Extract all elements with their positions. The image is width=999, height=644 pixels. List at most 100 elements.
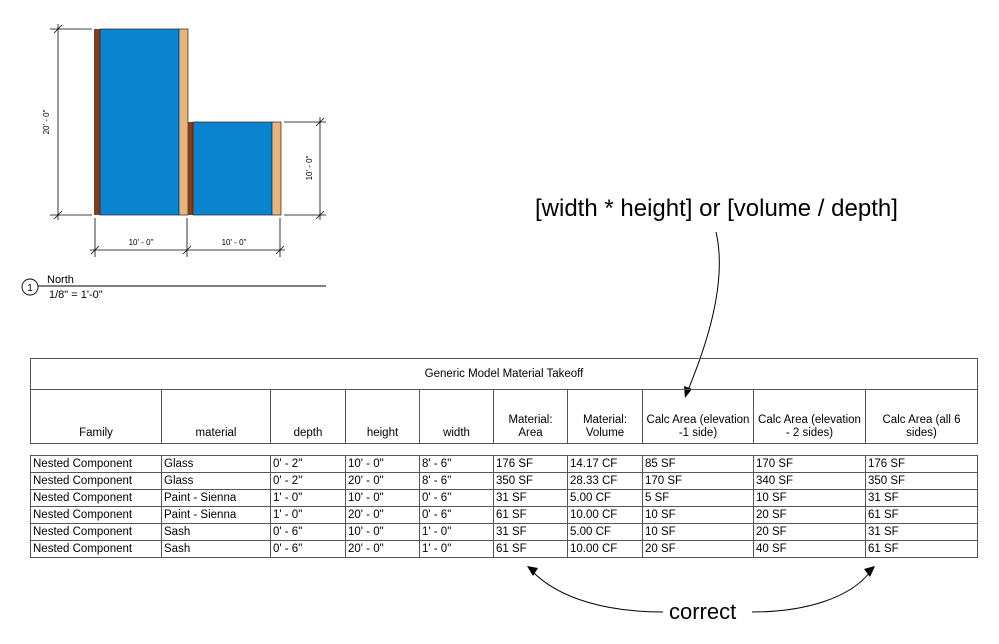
column-header-width[interactable]: width xyxy=(419,389,494,444)
cell-material[interactable]: Glass xyxy=(161,455,271,473)
view-scale: 1/8" = 1'-0" xyxy=(49,289,103,301)
cell-height[interactable]: 20' - 0" xyxy=(345,472,420,490)
correct-annotation: correct xyxy=(669,599,737,624)
cell-material-volume[interactable]: 10.00 CF xyxy=(567,540,643,558)
cell-material[interactable]: Sash xyxy=(161,540,271,558)
cell-height[interactable]: 10' - 0" xyxy=(345,455,420,473)
column-header-calc-area-1-side[interactable]: Calc Area (elevation -1 side) xyxy=(642,389,754,444)
cell-calc-area-1-side[interactable]: 85 SF xyxy=(642,455,754,473)
cell-calc-area-2-sides[interactable]: 20 SF xyxy=(753,523,866,541)
cell-material-area[interactable]: 31 SF xyxy=(493,489,568,507)
column-header-material-volume[interactable]: Material: Volume xyxy=(567,389,643,444)
cell-calc-area-6-sides[interactable]: 31 SF xyxy=(865,489,978,507)
cell-calc-area-6-sides[interactable]: 350 SF xyxy=(865,472,978,490)
cell-calc-area-2-sides[interactable]: 340 SF xyxy=(753,472,866,490)
column-header-height[interactable]: height xyxy=(345,389,420,444)
cell-calc-area-2-sides[interactable]: 10 SF xyxy=(753,489,866,507)
cell-calc-area-2-sides[interactable]: 20 SF xyxy=(753,506,866,524)
cell-calc-area-6-sides[interactable]: 176 SF xyxy=(865,455,978,473)
dim-right-label: 10' - 0" xyxy=(305,155,314,180)
formula-annotation: [width * height] or [volume / depth] xyxy=(535,195,898,222)
correct-arrowhead-right xyxy=(864,566,875,577)
cell-material-volume[interactable]: 10.00 CF xyxy=(567,506,643,524)
sash-frame-short xyxy=(271,121,282,216)
column-header-family[interactable]: Family xyxy=(30,389,162,444)
cell-calc-area-1-side[interactable]: 10 SF xyxy=(642,506,754,524)
cell-width[interactable]: 8' - 6" xyxy=(419,472,494,490)
cell-width[interactable]: 1' - 0" xyxy=(419,540,494,558)
dim-left-label: 20' - 0" xyxy=(42,109,51,134)
correct-arrowhead-left xyxy=(527,566,538,576)
cell-calc-area-2-sides[interactable]: 170 SF xyxy=(753,455,866,473)
cell-calc-area-1-side[interactable]: 170 SF xyxy=(642,472,754,490)
cell-material[interactable]: Paint - Sienna xyxy=(161,506,271,524)
cell-calc-area-6-sides[interactable]: 31 SF xyxy=(865,523,978,541)
cell-material-area[interactable]: 176 SF xyxy=(493,455,568,473)
cell-material-area[interactable]: 61 SF xyxy=(493,506,568,524)
cell-width[interactable]: 1' - 0" xyxy=(419,523,494,541)
column-header-depth[interactable]: depth xyxy=(270,389,346,444)
cell-depth[interactable]: 1' - 0" xyxy=(270,506,346,524)
cell-family[interactable]: Nested Component xyxy=(30,506,162,524)
cell-depth[interactable]: 1' - 0" xyxy=(270,489,346,507)
column-header-material-area[interactable]: Material: Area xyxy=(493,389,568,444)
cell-width[interactable]: 0' - 6" xyxy=(419,489,494,507)
cell-family[interactable]: Nested Component xyxy=(30,472,162,490)
cell-material[interactable]: Glass xyxy=(161,472,271,490)
cell-width[interactable]: 8' - 6" xyxy=(419,455,494,473)
cell-calc-area-1-side[interactable]: 20 SF xyxy=(642,540,754,558)
cell-calc-area-1-side[interactable]: 10 SF xyxy=(642,523,754,541)
cell-width[interactable]: 0' - 6" xyxy=(419,506,494,524)
glass-panel-tall xyxy=(99,28,180,216)
cell-material-area[interactable]: 61 SF xyxy=(493,540,568,558)
cell-material[interactable]: Sash xyxy=(161,523,271,541)
dimension-left xyxy=(50,24,92,220)
column-header-calc-area-6-sides[interactable]: Calc Area (all 6 sides) xyxy=(865,389,978,444)
cell-material-volume[interactable]: 5.00 CF xyxy=(567,523,643,541)
schedule-title: Generic Model Material Takeoff xyxy=(30,358,978,390)
cell-depth[interactable]: 0' - 2" xyxy=(270,455,346,473)
column-header-material[interactable]: material xyxy=(161,389,271,444)
view-number-circle xyxy=(21,278,39,296)
cell-family[interactable]: Nested Component xyxy=(30,523,162,541)
cell-material-area[interactable]: 31 SF xyxy=(493,523,568,541)
cell-family[interactable]: Nested Component xyxy=(30,540,162,558)
cell-family[interactable]: Nested Component xyxy=(30,455,162,473)
schedule-spacer-row xyxy=(30,443,978,456)
dim-bottom-right-label: 10' - 0" xyxy=(222,238,247,247)
cell-material-area[interactable]: 350 SF xyxy=(493,472,568,490)
cell-calc-area-1-side[interactable]: 5 SF xyxy=(642,489,754,507)
cell-height[interactable]: 10' - 0" xyxy=(345,523,420,541)
cell-calc-area-6-sides[interactable]: 61 SF xyxy=(865,506,978,524)
dimension-bottom xyxy=(90,218,285,257)
cell-depth[interactable]: 0' - 6" xyxy=(270,523,346,541)
view-number: 1 xyxy=(27,283,33,294)
cell-height[interactable]: 10' - 0" xyxy=(345,489,420,507)
correct-arrow-left xyxy=(531,570,664,613)
cell-calc-area-2-sides[interactable]: 40 SF xyxy=(753,540,866,558)
cell-height[interactable]: 20' - 0" xyxy=(345,506,420,524)
cell-depth[interactable]: 0' - 6" xyxy=(270,540,346,558)
sienna-frame-left-short xyxy=(188,122,193,215)
column-header-calc-area-2-sides[interactable]: Calc Area (elevation - 2 sides) xyxy=(753,389,866,444)
cell-material-volume[interactable]: 28.33 CF xyxy=(567,472,643,490)
cell-depth[interactable]: 0' - 2" xyxy=(270,472,346,490)
cell-material-volume[interactable]: 5.00 CF xyxy=(567,489,643,507)
cell-material-volume[interactable]: 14.17 CF xyxy=(567,455,643,473)
cell-material[interactable]: Paint - Sienna xyxy=(161,489,271,507)
dim-bottom-left-label: 10' - 0" xyxy=(129,238,154,247)
cell-height[interactable]: 20' - 0" xyxy=(345,540,420,558)
view-name[interactable]: North xyxy=(47,274,74,286)
cell-family[interactable]: Nested Component xyxy=(30,489,162,507)
correct-arrow-right xyxy=(751,571,871,613)
cell-calc-area-6-sides[interactable]: 61 SF xyxy=(865,540,978,558)
